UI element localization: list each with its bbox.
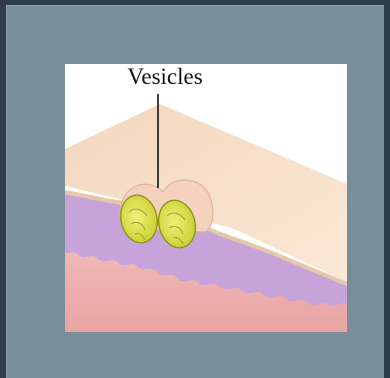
image-panel: Vesicles — [6, 5, 384, 378]
vesicle-illustration: Vesicles — [65, 64, 347, 332]
vesicles-label: Vesicles — [65, 64, 265, 90]
skin-illustration — [65, 64, 347, 332]
